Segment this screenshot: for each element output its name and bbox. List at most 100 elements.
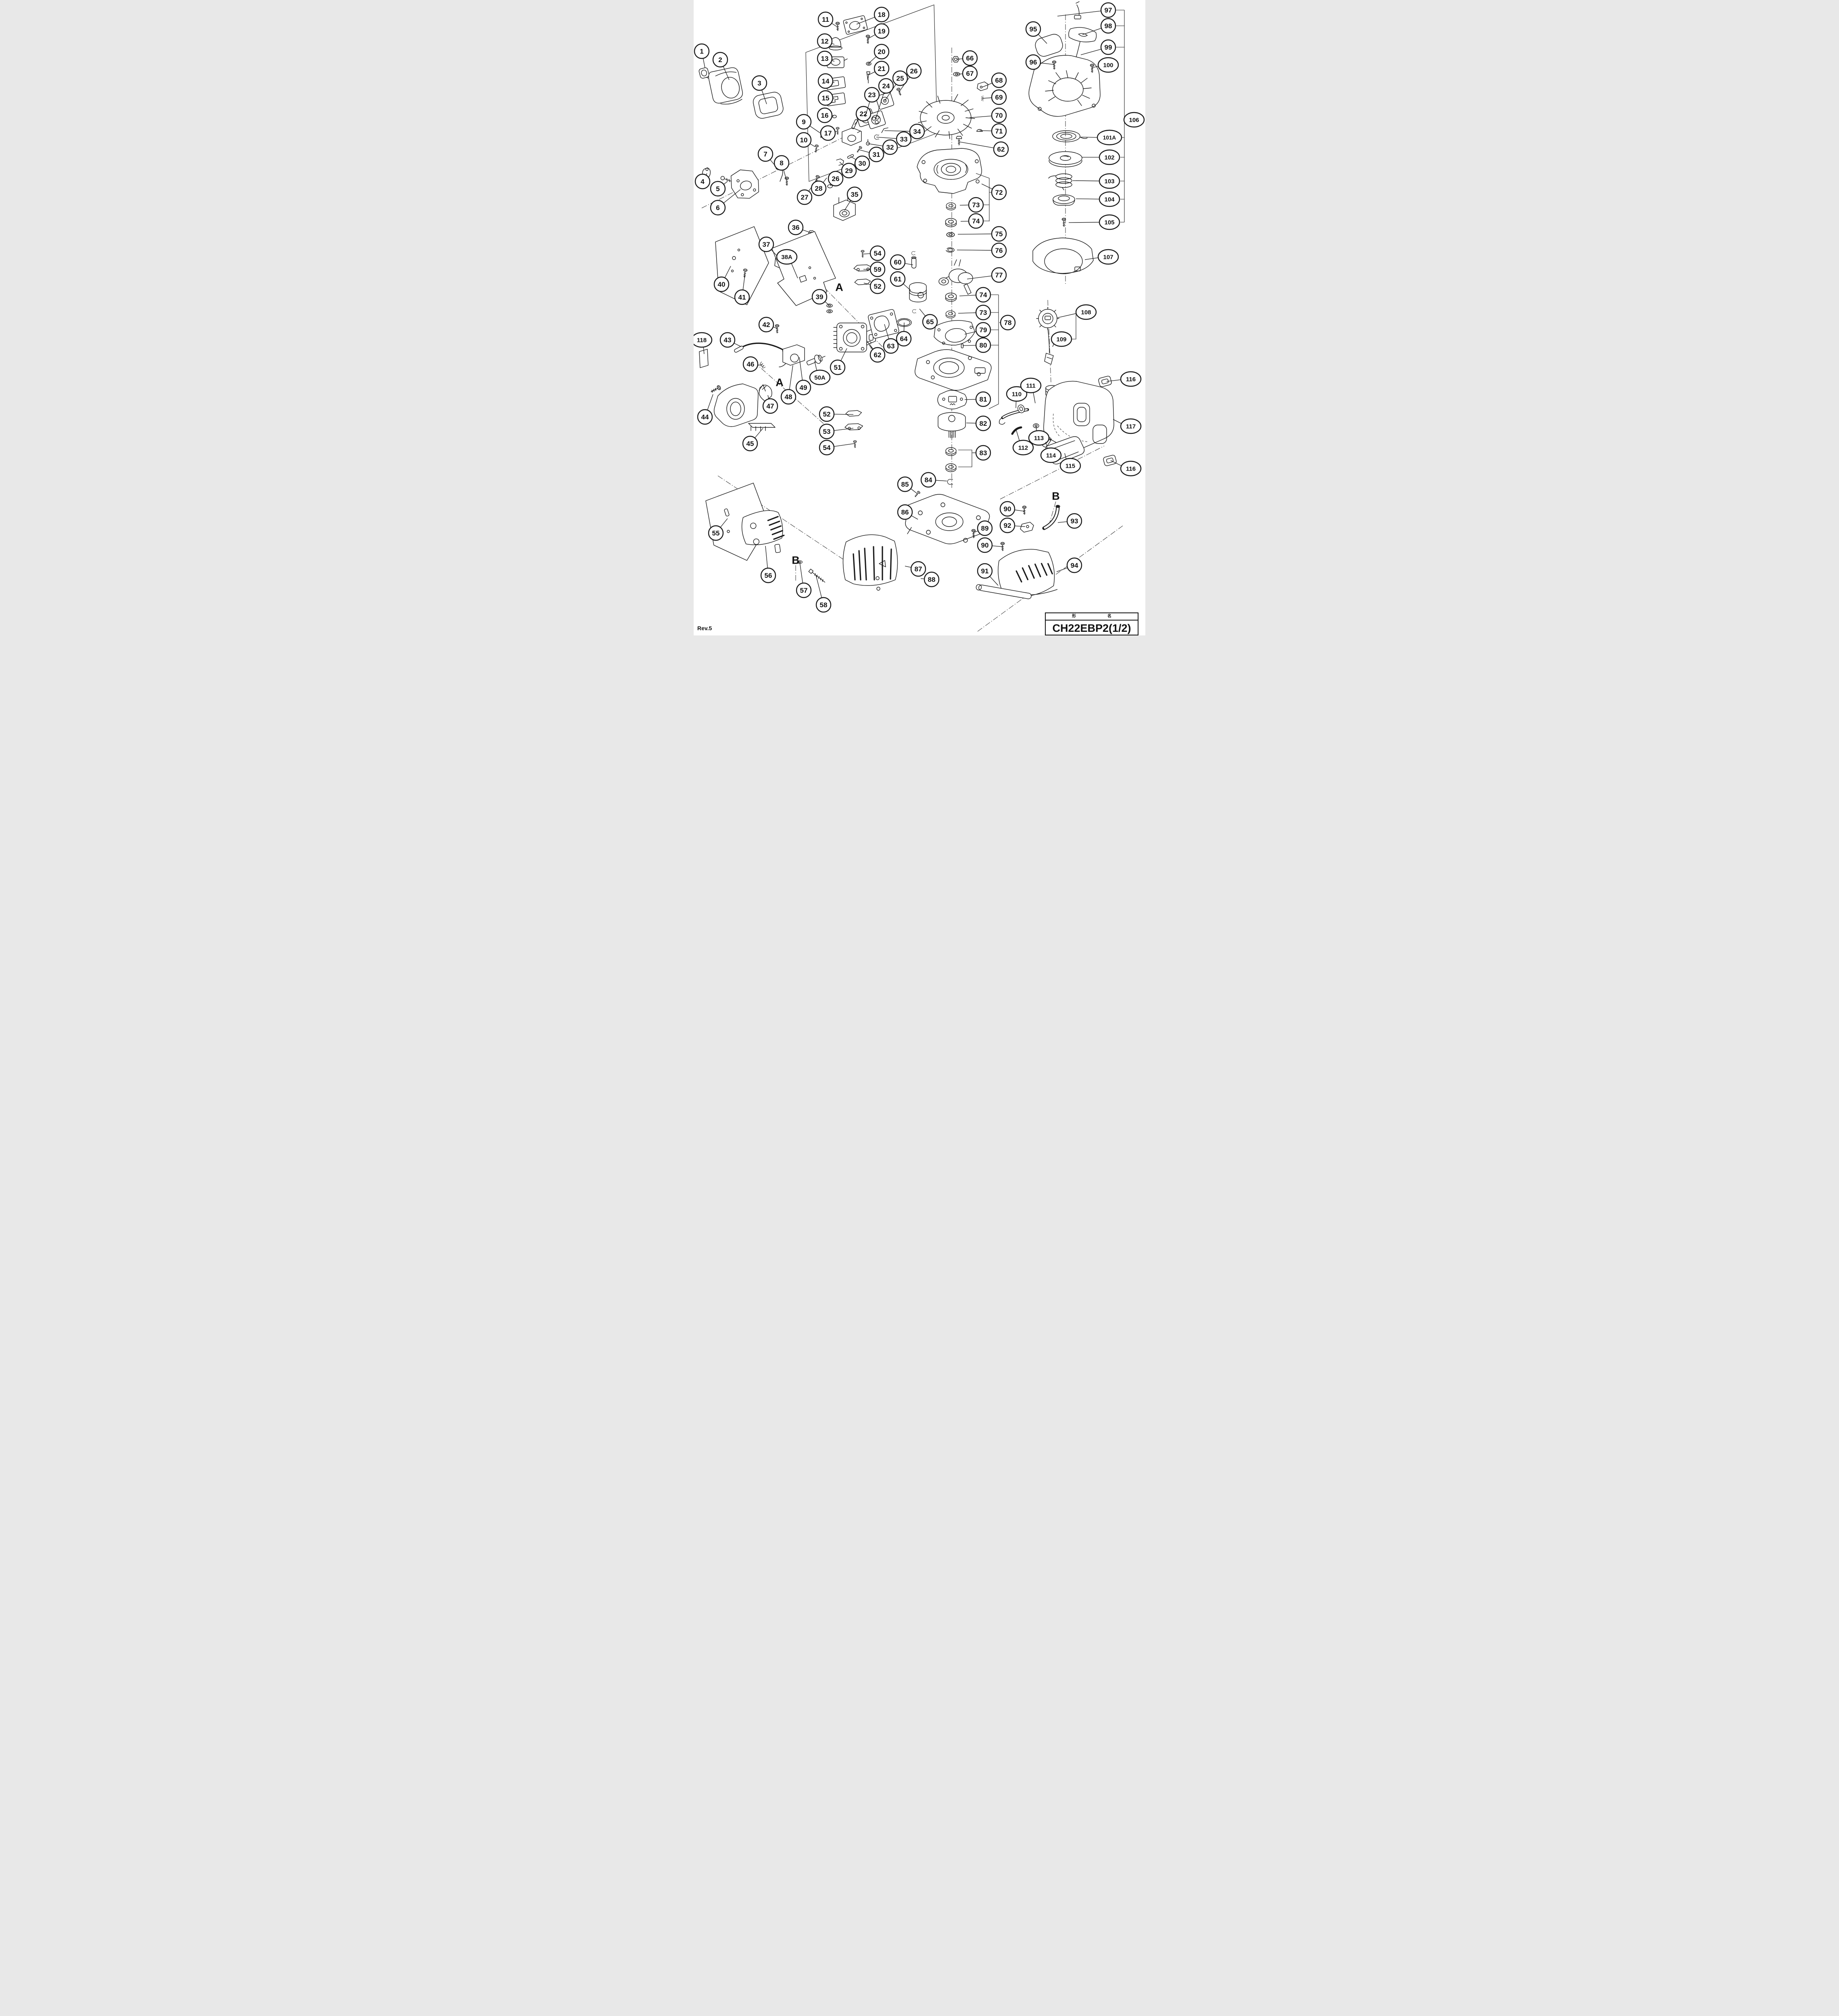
part-screw-19 [865, 35, 870, 44]
svg-text:21: 21 [878, 65, 886, 73]
svg-text:8: 8 [780, 159, 783, 167]
part-oil-seal-73a [946, 202, 956, 210]
svg-text:91: 91 [981, 567, 989, 575]
svg-text:39: 39 [816, 293, 824, 301]
svg-text:74: 74 [972, 217, 980, 225]
svg-text:84: 84 [925, 476, 932, 484]
svg-text:23: 23 [868, 91, 876, 99]
part-cylinder-gasket [868, 309, 899, 339]
callout-35: 35 [844, 186, 863, 211]
part-gasket-53 [844, 423, 863, 431]
callout-115: 115 [1059, 453, 1081, 474]
section-letter-A: A [776, 377, 784, 389]
svg-text:61: 61 [894, 275, 902, 283]
part-starter-pawl [977, 81, 988, 91]
svg-text:29: 29 [845, 167, 853, 175]
svg-text:52: 52 [874, 283, 882, 290]
callout-59: 59 [863, 261, 886, 277]
callout-40: 40 [713, 266, 731, 292]
callout-106: 106 [1123, 112, 1145, 128]
svg-text:18: 18 [878, 11, 886, 19]
callout-27: 27 [796, 180, 817, 205]
svg-text:40: 40 [718, 281, 726, 288]
svg-text:51: 51 [834, 364, 842, 371]
part-cushion-116b [1103, 455, 1117, 466]
svg-text:100: 100 [1103, 62, 1113, 69]
part-gear-case [905, 494, 990, 544]
part-high-tension-cord [734, 342, 791, 354]
part-fuel-cap [1036, 307, 1059, 330]
callout-46: 46 [742, 356, 762, 372]
callout-96: 96 [1025, 54, 1055, 70]
section-letter-A: A [835, 281, 843, 294]
svg-text:106: 106 [1129, 117, 1139, 123]
callout-79: 79 [964, 322, 991, 338]
svg-text:28: 28 [815, 185, 823, 192]
svg-text:44: 44 [701, 413, 709, 421]
callout-77: 77 [967, 267, 1007, 283]
svg-text:43: 43 [724, 336, 732, 344]
svg-text:73: 73 [980, 309, 987, 317]
svg-text:24: 24 [882, 82, 890, 90]
callout-114: 114 [1040, 442, 1062, 463]
callout-110: 110 [1006, 386, 1028, 408]
part-screw-54b [853, 440, 857, 448]
part-screw-105 [1061, 218, 1066, 227]
svg-text:32: 32 [886, 144, 894, 151]
svg-text:116: 116 [1126, 376, 1136, 383]
callout-9: 9 [796, 114, 821, 133]
svg-text:86: 86 [901, 508, 909, 516]
callout-116: 116 [1106, 371, 1142, 387]
svg-text:93: 93 [1071, 517, 1078, 525]
svg-text:11: 11 [822, 16, 829, 23]
callout-17: 17 [820, 125, 837, 141]
svg-text:69: 69 [995, 94, 1003, 101]
part-lever-34 [881, 127, 888, 133]
svg-text:89: 89 [981, 525, 989, 532]
part-fan-cover [1032, 237, 1094, 274]
svg-text:66: 66 [966, 54, 974, 62]
svg-text:25: 25 [897, 75, 904, 82]
part-friction-spring-103 [1048, 173, 1072, 190]
part-gasket-52a [854, 279, 871, 285]
callout-108: 108 [1057, 304, 1097, 320]
part-bearing-74b [945, 292, 957, 302]
callout-105: 105 [1068, 214, 1120, 230]
svg-text:76: 76 [995, 247, 1003, 254]
callout-64: 64 [896, 322, 912, 347]
callout-99: 99 [1080, 39, 1116, 55]
callout-54: 54 [819, 439, 855, 456]
part-spark-plug [806, 354, 826, 365]
callout-66: 66 [956, 50, 978, 66]
callout-51: 51 [830, 348, 847, 375]
part-cushion-116a [1098, 376, 1112, 387]
callout-33: 33 [876, 131, 912, 147]
callout-20: 20 [868, 44, 890, 64]
callout-42: 42 [758, 317, 777, 333]
callout-104: 104 [1076, 191, 1120, 207]
part-crankcase-b [915, 349, 992, 391]
callout-112: 112 [1012, 429, 1034, 456]
part-clutch [937, 390, 967, 410]
part-ring-26b [827, 184, 833, 188]
svg-text:52: 52 [823, 410, 831, 418]
part-bolt-58 [808, 569, 826, 583]
svg-text:14: 14 [822, 77, 830, 85]
svg-text:33: 33 [900, 135, 908, 143]
svg-text:42: 42 [763, 321, 770, 329]
callout-19: 19 [867, 23, 890, 39]
part-muffler-cover [842, 534, 898, 591]
callout-74: 74 [960, 213, 984, 229]
svg-text:71: 71 [995, 127, 1003, 135]
svg-text:107: 107 [1103, 254, 1113, 260]
svg-text:49: 49 [800, 384, 807, 392]
svg-text:5: 5 [716, 185, 719, 193]
part-pin-clip [911, 251, 915, 255]
callout-69: 69 [982, 89, 1007, 105]
svg-text:105: 105 [1104, 219, 1114, 226]
svg-text:101A: 101A [1103, 135, 1116, 141]
part-bolt-90a [1022, 506, 1027, 515]
svg-text:112: 112 [1018, 444, 1028, 451]
callout-3: 3 [751, 75, 767, 104]
callout-76: 76 [957, 242, 1007, 258]
